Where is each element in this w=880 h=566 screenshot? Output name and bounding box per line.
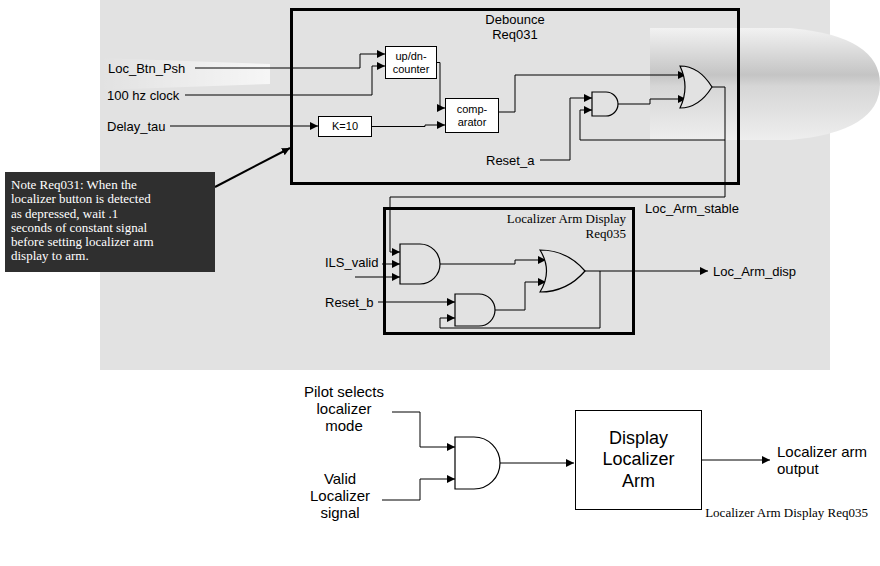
- node-text: K=10: [332, 120, 358, 132]
- text-block: comp- arator: [449, 103, 495, 127]
- and-gate: [455, 437, 500, 489]
- and-gate: [592, 92, 618, 116]
- note-box: Note Req031: When the localizer button i…: [5, 172, 215, 272]
- wire: [170, 126, 318, 127]
- wire: [585, 271, 708, 272]
- bullet-shape: [650, 28, 880, 140]
- node-text: comp- arator: [449, 103, 495, 127]
- annotation: Localizer Arm Display Req035: [700, 505, 868, 520]
- signal-name: Reset_b: [325, 295, 373, 310]
- text-block: K=10: [332, 120, 358, 132]
- connector: [215, 148, 290, 187]
- or-gate: [540, 250, 585, 292]
- text-block: Display Localizer Arm: [584, 428, 693, 493]
- text-block: up/dn- counter: [388, 50, 434, 74]
- process-box: K=10: [318, 116, 372, 137]
- wire: [382, 479, 455, 500]
- text-block: Debounce Req031: [479, 13, 551, 43]
- wire: [355, 277, 400, 278]
- text-block: Localizer Arm Display Req035: [484, 212, 626, 242]
- or-gate: [680, 66, 712, 108]
- wire: [495, 282, 546, 310]
- wire: [185, 66, 385, 95]
- light-streak: [100, 58, 270, 90]
- signal-name: Delay_tau: [107, 119, 166, 134]
- annotation: Localizer arm output: [777, 443, 877, 477]
- node-text: Display Localizer Arm: [584, 428, 693, 493]
- signal-name: Loc_Btn_Psh: [108, 61, 185, 76]
- wire: [618, 99, 686, 104]
- signal-name: Loc_Arm_stable: [645, 201, 739, 216]
- signal-name: ILS_valid: [325, 255, 378, 270]
- wire: [440, 260, 546, 264]
- wire: [392, 412, 455, 447]
- signal-name: 100 hz clock: [107, 88, 179, 103]
- group-title: Debounce Req031: [479, 13, 551, 43]
- connector: [372, 125, 445, 127]
- wire: [500, 463, 574, 464]
- process-box: comp- arator: [445, 98, 499, 133]
- group-box: Localizer Arm Display Req035: [383, 207, 635, 335]
- signal-name: Reset_a: [486, 153, 534, 168]
- node-text: up/dn- counter: [388, 50, 434, 74]
- wire: [700, 460, 770, 461]
- and-gate: [455, 294, 495, 326]
- process-box: Display Localizer Arm: [575, 410, 702, 510]
- group-title: Localizer Arm Display Req035: [484, 212, 626, 242]
- node-text: Note Req031: When the localizer button i…: [11, 178, 161, 264]
- and-gate: [400, 244, 440, 284]
- wire: [390, 87, 725, 252]
- process-box: up/dn- counter: [385, 46, 437, 79]
- annotation: Valid Localizer signal: [300, 470, 380, 521]
- text-block: Note Req031: When the localizer button i…: [11, 178, 161, 264]
- annotation: Pilot selects localizer mode: [298, 383, 390, 434]
- signal-name: Loc_Arm_disp: [713, 264, 796, 279]
- wire: [378, 302, 455, 303]
- wire: [540, 98, 592, 160]
- connector: [437, 63, 445, 109]
